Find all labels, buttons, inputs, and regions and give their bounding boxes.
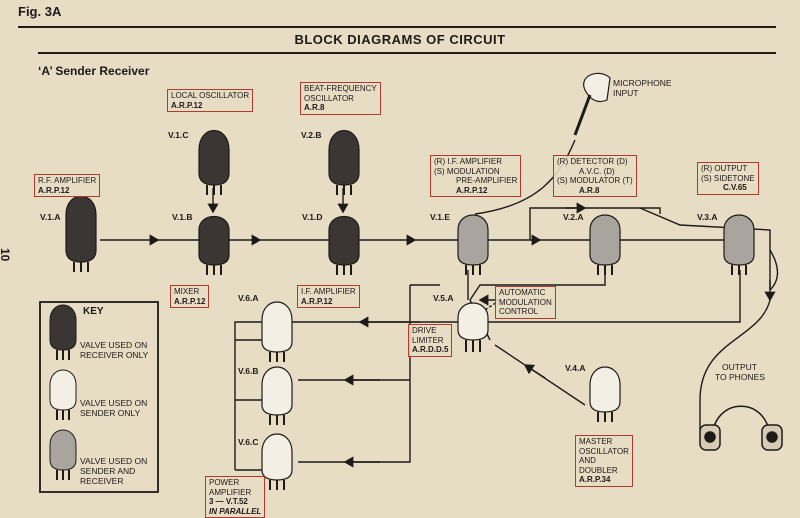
rf-amplifier-type: A.R.P.12 (38, 185, 70, 195)
valve-label-v1d: V.1.D (302, 212, 323, 222)
output-sidetone-box: (R) OUTPUT (S) SIDETONE C.V.65 (697, 162, 759, 195)
figure-label: Fig. 3A (18, 4, 62, 19)
header-rule-top (18, 26, 776, 28)
drive-limiter-line2: LIMITER (412, 335, 444, 345)
power-amp-type: 3 — V.T.52 (209, 497, 248, 506)
valve-v4a (589, 366, 621, 422)
output-type: C.V.65 (723, 183, 747, 192)
valve-v1a (65, 195, 97, 272)
valve-v6a (261, 301, 293, 362)
mixer-type: A.R.P.12 (174, 296, 206, 306)
valve-v1b (198, 216, 230, 275)
if-amplifier-box: I.F. AMPLIFIER A.R.P.12 (297, 285, 360, 308)
power-amplifier-box: POWER AMPLIFIER 3 — V.T.52 IN PARALLEL (205, 476, 266, 518)
section-subtitle: ‘A’ Sender Receiver (38, 64, 150, 78)
bfo-box: BEAT-FREQUENCY OSCILLATOR A.R.8 (300, 82, 381, 115)
valve-label-v6a: V.6.A (238, 293, 259, 303)
microphone-icon (573, 72, 611, 136)
phones-label-1: OUTPUT (722, 362, 757, 372)
microphone-label-2: INPUT (613, 88, 639, 98)
master-osc-line3: AND (579, 456, 596, 465)
headphones-icon (699, 405, 783, 451)
detector-modulator-box: (R) DETECTOR (D) A.V.C. (D) (S) MODULATO… (553, 155, 637, 197)
valve-v6c (261, 433, 293, 490)
drive-limiter-line1: DRIVE (412, 326, 437, 335)
valve-v3a (723, 214, 755, 275)
valve-label-v2b: V.2.B (301, 130, 322, 140)
power-amp-line2: AMPLIFIER (209, 487, 252, 497)
bfo-type: A.R.8 (304, 103, 325, 112)
rf-amplifier-name: R.F. AMPLIFIER (38, 176, 97, 185)
if-mod-line3: PRE-AMPLIFIER (456, 176, 518, 185)
amc-line3: CONTROL (499, 307, 539, 316)
master-oscillator-box: MASTER OSCILLATOR AND DOUBLER A.R.P.34 (575, 435, 633, 487)
valve-label-v6b: V.6.B (238, 366, 259, 376)
valve-label-v4a: V.4.A (565, 363, 586, 373)
if-amplifier-type: A.R.P.12 (301, 296, 333, 306)
valve-label-v1b: V.1.B (172, 212, 193, 222)
legend-key (39, 301, 159, 493)
key-sender-line2: SENDER ONLY (80, 408, 141, 418)
valve-label-v1c: V.1.C (168, 130, 189, 140)
key-both-line3: RECEIVER (80, 476, 124, 486)
header-rule-bottom (38, 52, 776, 54)
bfo-name-2: OSCILLATOR (304, 93, 354, 103)
valve-v2b (328, 129, 360, 195)
key-sender-line1: VALVE USED ON (80, 398, 148, 408)
valve-label-v5a: V.5.A (433, 293, 454, 303)
local-oscillator-name: LOCAL OSCILLATOR (171, 91, 250, 100)
drive-limiter-type: A.R.D.D.5 (412, 345, 449, 354)
bfo-name-1: BEAT-FREQUENCY (304, 84, 377, 93)
local-oscillator-type: A.R.P.12 (171, 100, 203, 110)
output-line2: (S) SIDETONE (701, 173, 755, 183)
if-mod-line2: (S) MODULATION (434, 166, 500, 176)
master-osc-line1: MASTER (579, 437, 613, 446)
power-amp-note: IN PARALLEL (209, 506, 262, 516)
key-both-line1: VALVE USED ON (80, 456, 148, 466)
diagram-title: BLOCK DIAGRAMS OF CIRCUIT (294, 32, 506, 47)
key-receiver-line2: RECEIVER ONLY (80, 350, 149, 360)
drive-limiter-box: DRIVE LIMITER A.R.D.D.5 (408, 324, 453, 357)
if-mod-line1: (R) I.F. AMPLIFIER (434, 157, 503, 166)
microphone-label-1: MICROPHONE (613, 78, 672, 88)
amc-line2: MODULATION (499, 297, 552, 307)
local-oscillator-box: LOCAL OSCILLATOR A.R.P.12 (167, 89, 254, 112)
detector-line3: (S) MODULATOR (T) (557, 176, 633, 185)
master-osc-line2: OSCILLATOR (579, 446, 629, 456)
output-line1: (R) OUTPUT (701, 164, 748, 173)
power-amp-line1: POWER (209, 478, 240, 487)
valve-v6b (261, 366, 293, 425)
valve-v1c (198, 129, 230, 195)
valve-v1d (328, 216, 360, 275)
valve-label-v1e: V.1.E (430, 212, 451, 222)
detector-line1: (R) DETECTOR (D) (557, 157, 628, 166)
valve-v2a (589, 214, 621, 275)
valve-label-v3a: V.3.A (697, 212, 718, 222)
master-osc-type: A.R.P.34 (579, 475, 611, 484)
amc-line1: AUTOMATIC (499, 288, 546, 297)
valve-label-v6c: V.6.C (238, 437, 259, 447)
if-modulation-box: (R) I.F. AMPLIFIER (S) MODULATION PRE-AM… (430, 155, 522, 197)
phones-label-2: TO PHONES (715, 372, 765, 382)
valve-v5a (457, 302, 489, 352)
detector-line2: A.V.C. (D) (579, 166, 615, 176)
if-amplifier-name: I.F. AMPLIFIER (301, 287, 356, 296)
amc-box: AUTOMATIC MODULATION CONTROL (495, 286, 556, 319)
key-both-line2: SENDER AND (80, 466, 136, 476)
valve-v1e (457, 214, 489, 275)
mixer-name: MIXER (174, 287, 200, 296)
valve-label-v2a: V.2.A (563, 212, 584, 222)
if-mod-type: A.R.P.12 (456, 185, 488, 195)
mixer-box: MIXER A.R.P.12 (170, 285, 210, 308)
key-receiver-line1: VALVE USED ON (80, 340, 148, 350)
rf-amplifier-box: R.F. AMPLIFIER A.R.P.12 (34, 174, 101, 197)
master-osc-line4: DOUBLER (579, 465, 618, 475)
key-title: KEY (83, 306, 104, 317)
detector-type: A.R.8 (579, 185, 600, 195)
valve-label-v1a: V.1.A (40, 212, 61, 222)
